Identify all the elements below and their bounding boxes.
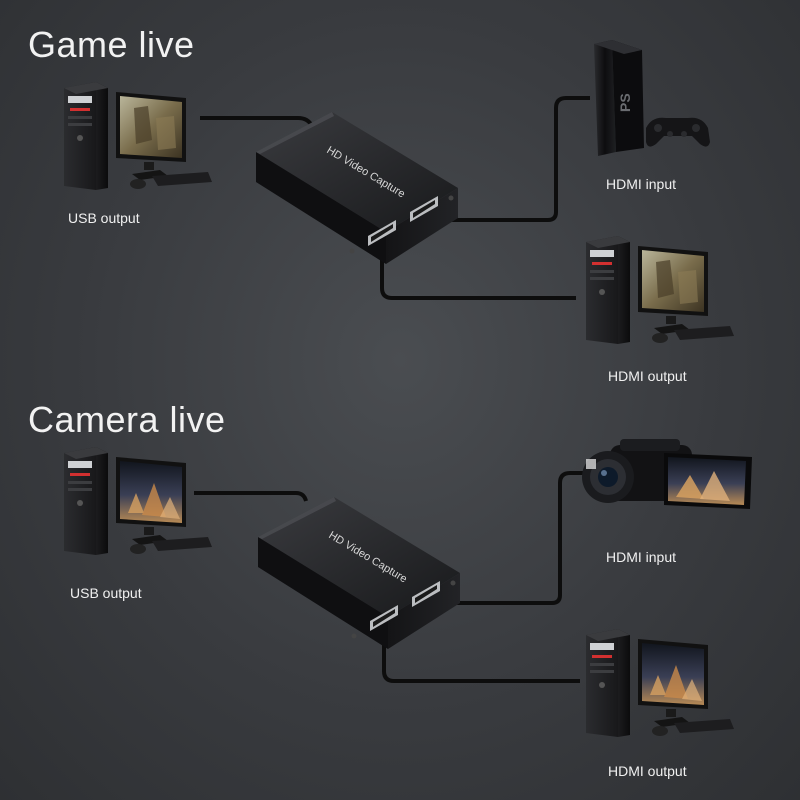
desktop-computer-icon xyxy=(64,447,212,555)
bottom-right-output-label: HDMI output xyxy=(608,368,687,384)
hd-video-capture-device: HD Video Capture xyxy=(258,497,460,649)
bottom-right-output-label: HDMI output xyxy=(608,763,687,779)
section-title: Camera live xyxy=(28,399,226,440)
game-console-icon: PS xyxy=(594,40,710,156)
svg-text:PS: PS xyxy=(617,93,633,112)
left-output-label: USB output xyxy=(68,210,140,226)
camcorder-icon xyxy=(582,439,752,509)
section-title: Game live xyxy=(28,24,195,65)
game-live-section: Game live USB output HD Video Capture xyxy=(28,24,734,384)
top-right-input-label: HDMI input xyxy=(606,549,677,565)
left-output-label: USB output xyxy=(70,585,142,601)
desktop-computer-icon xyxy=(586,629,734,737)
top-right-input-label: HDMI input xyxy=(606,176,677,192)
camera-live-section: Camera live USB output HD Video Capture xyxy=(0,375,800,779)
hd-video-capture-device: HD Video Capture xyxy=(256,112,458,264)
cables xyxy=(194,471,596,683)
desktop-computer-icon xyxy=(586,236,734,344)
desktop-computer-icon xyxy=(64,82,212,190)
